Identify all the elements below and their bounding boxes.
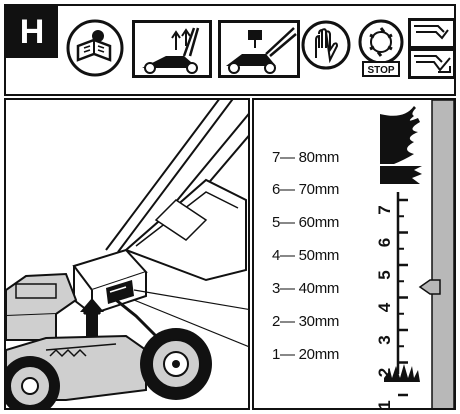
- gloves-icon: [301, 20, 351, 70]
- hand-hazard-icon: [408, 18, 456, 79]
- mower-illustration-panel: [4, 98, 250, 410]
- grass-top-fringe: [380, 166, 422, 184]
- mower-illustration: [6, 100, 248, 408]
- height-setting-4: 4— 50mm: [272, 247, 340, 264]
- lift-handle-icon: [132, 20, 212, 78]
- height-pointer[interactable]: [418, 279, 441, 295]
- grass-top-icon: [380, 106, 420, 164]
- slider-track: [431, 100, 454, 408]
- scale-number-2: 2: [375, 368, 394, 377]
- scale-number-5: 5: [375, 270, 394, 279]
- scale-ticks: [398, 198, 408, 397]
- read-manual-icon: [66, 19, 124, 77]
- scale-number-4: 4: [375, 302, 394, 312]
- section-letter: H: [6, 6, 58, 58]
- height-setting-1: 1— 20mm: [272, 346, 340, 363]
- scale-number-7: 7: [375, 205, 394, 214]
- scale-number-6: 6: [375, 238, 394, 247]
- height-setting-5: 5— 60mm: [272, 214, 340, 231]
- height-setting-2: 2— 30mm: [272, 313, 340, 330]
- scale-numbers: 7 6 5 4 3 2 1: [375, 205, 394, 409]
- stop-blade-icon: STOP: [358, 19, 404, 77]
- height-scale-panel: 7— 80mm 6— 70mm 5— 60mm 4— 50mm 3— 40mm …: [252, 98, 456, 410]
- header-bar: H: [4, 4, 456, 96]
- scale-number-1: 1: [375, 400, 394, 409]
- height-setting-7: 7— 80mm: [272, 149, 340, 166]
- scale-number-3: 3: [375, 335, 394, 344]
- stop-label: STOP: [367, 65, 394, 76]
- height-setting-3: 3— 40mm: [272, 280, 340, 297]
- height-setting-6: 6— 70mm: [272, 181, 340, 198]
- mower-push-icon: [218, 20, 300, 78]
- height-scale-graphic: 7 6 5 4 3 2 1: [375, 100, 454, 409]
- grass-bottom-icon: [384, 364, 420, 382]
